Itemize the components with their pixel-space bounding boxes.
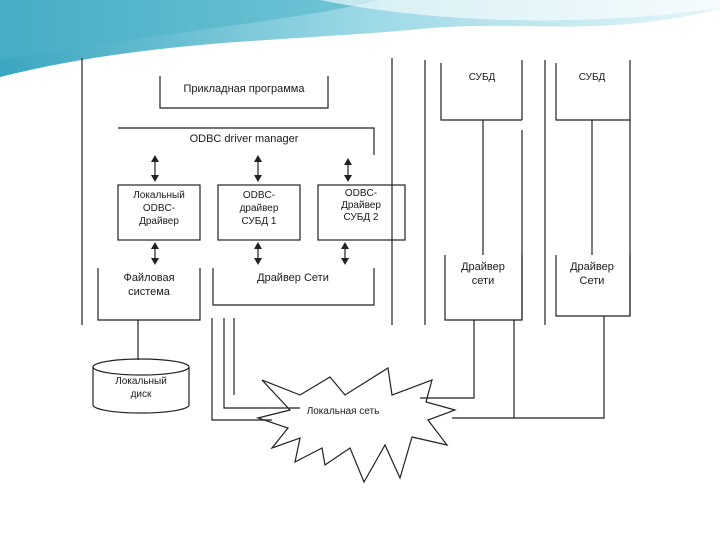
arrowhead [151, 242, 159, 249]
network-driver-label: Драйвер Сети [257, 272, 329, 284]
odbc-driver-2-label-2: Драйвер [341, 200, 381, 211]
app-program-box [159, 76, 329, 109]
net-driver-1-link-2 [452, 320, 515, 419]
odbc-driver-2-label-1: ODBC- [345, 188, 377, 199]
arrowhead [254, 242, 262, 249]
local-disk-top [92, 358, 190, 376]
net-driver-1-label-2: сети [472, 275, 494, 287]
local-disk-label-2: диск [131, 389, 152, 400]
arrowheads [151, 155, 352, 265]
driver-manager-box [118, 127, 375, 155]
arrowhead [151, 258, 159, 265]
local-network-label: Локальная сеть [307, 406, 380, 417]
arrowhead [344, 158, 352, 165]
arrowhead [344, 175, 352, 182]
local-driver-box [117, 184, 201, 241]
net-driver-1-label-1: Драйвер [461, 261, 505, 273]
arrowhead [254, 155, 262, 162]
app-program-label: Прикладная программа [184, 83, 306, 95]
driver-manager-label: ODBC driver manager [190, 133, 299, 145]
local-driver-label-3: Драйвер [139, 216, 179, 227]
arrowhead [341, 242, 349, 249]
file-system-box [97, 268, 201, 321]
odbc-driver-1-label-3: СУБД 1 [242, 216, 277, 227]
dbms-1-label: СУБД [469, 72, 496, 83]
dbms-2-label: СУБД [579, 72, 606, 83]
net-driver-2-label-1: Драйвер [570, 261, 614, 273]
file-system-label-1: Файловая [123, 272, 174, 284]
net-driver-1-link [420, 320, 475, 399]
file-system-label-2: система [128, 286, 171, 298]
net-driver-2-label-2: Сети [580, 275, 605, 287]
odbc-driver-2-box [317, 184, 406, 241]
arrowhead [341, 258, 349, 265]
network-driver-box [212, 268, 375, 306]
arrowhead [151, 175, 159, 182]
odbc-driver-2-label-3: СУБД 2 [344, 212, 379, 223]
netdriver-left-line [211, 318, 272, 421]
arrowhead [151, 155, 159, 162]
local-network-burst [255, 367, 457, 484]
local-disk-label-1: Локальный [115, 376, 167, 387]
odbc-driver-1-box [217, 184, 301, 241]
dbms1-box [440, 63, 522, 121]
local-driver-label-1: Локальный [133, 190, 185, 201]
arrowhead [254, 175, 262, 182]
odbc-driver-1-label-2: драйвер [240, 203, 279, 214]
dbms2-box [555, 60, 631, 121]
local-disk-cylinder [92, 367, 190, 414]
netdriver-mid-line [223, 318, 300, 409]
odbc-driver-1-label-1: ODBC- [243, 190, 275, 201]
arrowhead [254, 258, 262, 265]
local-driver-label-2: ODBC- [143, 203, 175, 214]
net-driver-2-link [514, 316, 605, 419]
